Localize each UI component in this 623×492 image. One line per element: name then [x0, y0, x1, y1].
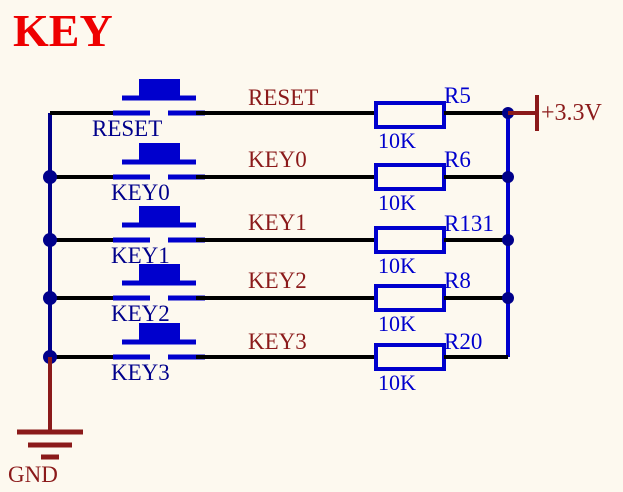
row3-pushbutton-cap-icon[interactable]: [139, 206, 180, 225]
row2-junction-dot: [502, 171, 514, 183]
row3-ground-junction-dot: [43, 233, 57, 247]
row4-resistor-body-icon[interactable]: [374, 284, 446, 312]
row4-switch-designator: KEY2: [111, 301, 170, 326]
row2-net-label: KEY0: [248, 147, 307, 172]
row3-resistor-ref: R131: [444, 211, 494, 236]
row3-switch-designator: KEY1: [111, 243, 170, 268]
row5-resistor-ref: R20: [444, 329, 483, 354]
row5-resistor-value: 10K: [378, 370, 416, 395]
row2-ground-junction-dot: [43, 170, 57, 184]
page-title: KEY: [13, 5, 113, 56]
row2-switch-designator: KEY0: [111, 180, 170, 205]
row2-resistor-ref: R6: [444, 147, 471, 172]
row1-resistor-value: 10K: [378, 128, 416, 153]
row4-ground-junction-dot: [43, 291, 57, 305]
row5-switch-designator: KEY3: [111, 360, 170, 385]
power-net-label: +3.3V: [541, 100, 602, 126]
row2-pushbutton-cap-icon[interactable]: [139, 143, 180, 162]
row1-net-label: RESET: [248, 85, 319, 110]
row4-resistor-value: 10K: [378, 311, 416, 336]
row1-pushbutton-cap-icon[interactable]: [139, 79, 180, 98]
row3-net-label: KEY1: [248, 210, 307, 235]
row4-resistor-ref: R8: [444, 268, 471, 293]
row3-junction-dot: [502, 234, 514, 246]
row1-resistor-body-icon[interactable]: [374, 101, 446, 129]
row4-pushbutton-cap-icon[interactable]: [139, 264, 180, 283]
row2-resistor-body-icon[interactable]: [374, 163, 446, 191]
row4-net-label: KEY2: [248, 268, 307, 293]
ground-net-label: GND: [8, 462, 58, 487]
row1-switch-designator: RESET: [92, 116, 163, 141]
row5-pushbutton-cap-icon[interactable]: [139, 323, 180, 342]
row3-resistor-body-icon[interactable]: [374, 226, 446, 254]
row5-net-label: KEY3: [248, 329, 307, 354]
row1-resistor-ref: R5: [444, 83, 471, 108]
row5-resistor-body-icon[interactable]: [374, 343, 446, 371]
row3-resistor-value: 10K: [378, 253, 416, 278]
row2-resistor-value: 10K: [378, 190, 416, 215]
row4-junction-dot: [502, 292, 514, 304]
